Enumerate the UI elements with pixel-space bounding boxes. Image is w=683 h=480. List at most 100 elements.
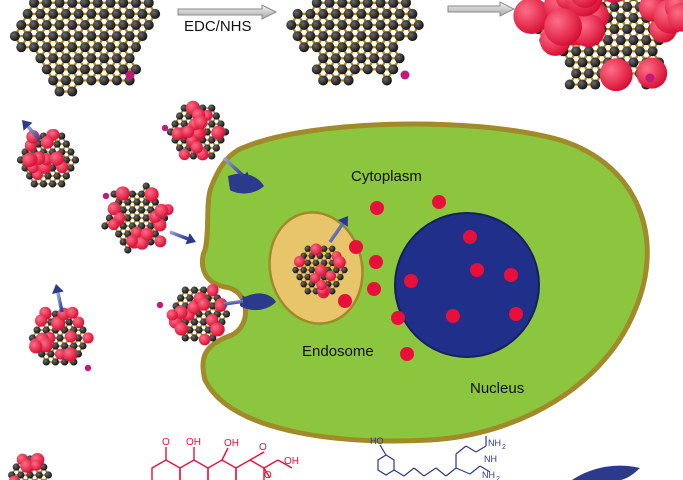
drug-molecule	[325, 270, 337, 282]
carbon-atom	[186, 294, 194, 302]
carbon-atom	[67, 64, 78, 75]
carboxyl-group	[156, 301, 164, 309]
carbon-atom	[131, 64, 141, 75]
release-arrow-icon	[52, 284, 64, 313]
carbon-atom	[86, 53, 97, 64]
drug-molecule	[64, 330, 77, 343]
drug-molecule	[314, 264, 327, 277]
carbon-atom	[190, 318, 199, 326]
carbon-atom	[60, 53, 71, 64]
carboxyl-group	[645, 73, 655, 83]
carbon-atom	[80, 42, 90, 53]
carbon-atom	[330, 75, 341, 86]
carbon-atom	[583, 68, 594, 79]
nanoparticle	[286, 0, 424, 86]
carbon-atom	[324, 252, 332, 260]
carbon-atom	[564, 57, 575, 68]
carbon-atom	[343, 75, 354, 86]
carbon-atom	[564, 79, 575, 90]
drug-molecule	[604, 0, 624, 3]
carbon-atom	[137, 190, 146, 198]
drug-molecule	[72, 316, 85, 329]
gray-arrow-icon	[177, 4, 278, 20]
nanoparticle	[9, 0, 161, 97]
carbon-atom	[80, 20, 90, 30]
carbon-atom	[343, 53, 354, 64]
carbon-atom	[381, 8, 392, 19]
carboxyl-group	[125, 70, 135, 80]
drug-molecule	[38, 338, 53, 353]
carbon-atom	[341, 266, 348, 274]
carbon-atom	[375, 42, 386, 53]
carbon-atom	[133, 198, 141, 206]
carbon-atom	[320, 245, 328, 252]
carboxyl-group	[400, 70, 410, 80]
carbon-atom	[312, 259, 320, 267]
drug-molecule	[63, 347, 78, 362]
carbon-atom	[407, 31, 418, 42]
drug-molecule	[636, 57, 668, 89]
carbon-atom	[350, 0, 360, 8]
carbon-atom	[131, 42, 141, 53]
carbon-atom	[111, 8, 122, 19]
carbon-atom	[111, 31, 122, 42]
carbon-atom	[147, 238, 155, 246]
carbon-atom	[22, 8, 33, 19]
carbon-atom	[609, 46, 620, 57]
carbon-atom	[54, 64, 65, 75]
drug-molecule	[432, 195, 446, 209]
peptide-structure	[377, 436, 491, 477]
carbon-atom	[44, 471, 52, 479]
drug-molecule	[400, 347, 414, 361]
carbon-atom	[131, 20, 141, 30]
nanoparticle	[101, 182, 174, 254]
carbon-atom	[41, 42, 52, 53]
carbon-atom	[647, 46, 658, 57]
drug-molecule	[369, 255, 383, 269]
carbon-atom	[189, 152, 198, 160]
carbon-atom	[577, 57, 588, 68]
drug-molecule	[66, 306, 79, 319]
carbon-atom	[571, 68, 582, 79]
drug-molecule	[214, 300, 227, 312]
carbon-atom	[622, 1, 633, 12]
drug-molecule	[470, 263, 484, 277]
carbon-atom	[111, 75, 122, 86]
carbon-atom	[131, 0, 141, 8]
carbon-atom	[58, 180, 66, 188]
carbon-atom	[318, 53, 329, 64]
carbon-atom	[115, 230, 123, 238]
carbon-atom	[628, 13, 639, 23]
drug-molecule	[194, 115, 208, 130]
svg-text:O: O	[259, 442, 267, 453]
carbon-atom	[99, 53, 110, 64]
carbon-atom	[137, 31, 148, 42]
carbon-atom	[67, 42, 78, 53]
carbon-atom	[176, 112, 184, 120]
carbon-atom	[29, 42, 39, 53]
carbon-atom	[209, 334, 217, 342]
carbon-atom	[101, 222, 109, 230]
carbon-atom	[105, 20, 116, 30]
carbon-atom	[71, 156, 80, 164]
carbon-atom	[590, 79, 601, 90]
release-arrow-icon	[222, 156, 250, 182]
carbon-atom	[29, 0, 39, 8]
carbon-atom	[375, 20, 386, 30]
carbon-atom	[29, 20, 39, 30]
drug-molecule	[599, 58, 633, 92]
carbon-atom	[304, 273, 311, 281]
carbon-atom	[80, 0, 90, 8]
carbon-atom	[60, 342, 69, 350]
carbon-atom	[54, 0, 65, 8]
carbon-atom	[292, 266, 299, 274]
drug-structure-labels: O OH OH O OH O	[162, 437, 299, 480]
carbon-atom	[394, 8, 405, 19]
carbon-atom	[53, 172, 61, 180]
carbon-atom	[333, 266, 340, 274]
carbon-atom	[92, 0, 103, 8]
carbon-atom	[62, 172, 70, 180]
carbon-atom	[407, 8, 418, 19]
carbon-atom	[286, 20, 297, 30]
